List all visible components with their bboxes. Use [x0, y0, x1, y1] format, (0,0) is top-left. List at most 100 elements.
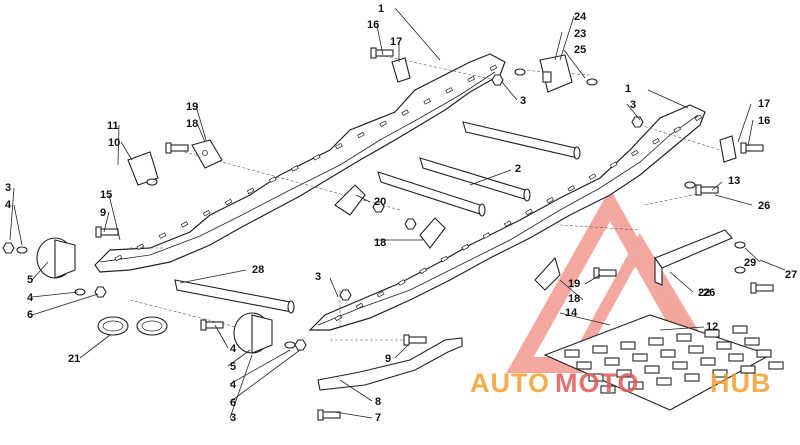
bolt	[407, 336, 427, 344]
bolt	[597, 269, 617, 277]
callout-3: 3	[5, 182, 11, 194]
callout-3: 3	[230, 412, 236, 424]
leader-line	[647, 89, 689, 109]
callout-4: 4	[5, 199, 12, 211]
leader-line	[227, 349, 251, 367]
nut	[94, 286, 107, 298]
callout-17: 17	[758, 98, 770, 110]
rail-end-bracket-22	[654, 229, 733, 286]
leader-line	[31, 261, 49, 281]
callout-9: 9	[100, 207, 106, 219]
bracket-mid-18	[334, 184, 446, 249]
leader-line	[376, 25, 384, 56]
bolt	[374, 49, 394, 57]
washer	[734, 266, 746, 274]
bracket-17-right	[719, 135, 737, 163]
rail-hole	[246, 187, 255, 195]
hardware	[2, 47, 774, 421]
track-lug	[600, 385, 616, 394]
track-lug	[616, 369, 632, 378]
leader-line	[501, 81, 518, 101]
callout-28: 28	[252, 264, 264, 276]
leader-line	[196, 122, 206, 143]
bolt	[169, 144, 189, 152]
rail-hole	[630, 149, 639, 157]
leader-line	[229, 354, 253, 419]
rail-hole	[694, 114, 703, 122]
bumper-24-23	[539, 54, 573, 93]
rail-hole	[202, 210, 211, 217]
bracket-17-top	[391, 57, 411, 83]
left-rail	[94, 53, 506, 273]
rail-hole	[224, 198, 233, 206]
watermark-brand-auto: AUTO	[470, 368, 550, 398]
leader-line	[117, 124, 120, 166]
leader-line	[214, 324, 229, 349]
idler-wheel-left	[36, 237, 76, 279]
callout-3: 3	[315, 271, 321, 283]
track-lug	[604, 357, 620, 366]
callout-5: 5	[230, 361, 236, 373]
bolt-head	[370, 47, 377, 59]
callout-14: 14	[565, 307, 578, 319]
callout-3: 3	[630, 99, 636, 111]
rail-hole	[419, 267, 427, 275]
callout-24: 24	[574, 11, 587, 23]
track-lug	[744, 337, 760, 346]
leader-line	[13, 204, 23, 246]
watermark-brand-moto: MOTO	[555, 368, 640, 398]
callout-25: 25	[574, 44, 586, 56]
bolt-head	[593, 267, 600, 279]
leader-line	[554, 31, 563, 61]
rail-hole	[158, 232, 167, 239]
leader-line	[626, 103, 641, 121]
rail-hole	[355, 302, 364, 310]
callout-18: 18	[186, 118, 198, 130]
callout-26: 26	[703, 287, 715, 299]
callout-4: 4	[27, 292, 34, 304]
callout-23: 23	[574, 28, 586, 40]
rail-hole	[652, 138, 660, 145]
rail-hole	[180, 221, 189, 228]
callout-15: 15	[100, 189, 112, 201]
callout-3: 3	[520, 95, 526, 107]
track-lug	[712, 369, 728, 378]
bolt-head	[403, 334, 410, 346]
leader-line	[559, 312, 611, 326]
nut	[294, 339, 307, 351]
nut	[339, 289, 352, 301]
callout-29: 29	[744, 257, 756, 269]
nut	[491, 74, 504, 86]
callout-6: 6	[230, 397, 236, 409]
nut	[631, 116, 644, 128]
leader-line	[584, 274, 601, 285]
leader-line	[669, 271, 694, 293]
rail-hole	[268, 176, 277, 183]
track-lug	[704, 329, 720, 338]
callout-12: 12	[706, 321, 718, 333]
rail-hole	[313, 154, 321, 161]
leader-line	[229, 349, 291, 385]
idler-wheel-mid	[233, 312, 273, 354]
bracket-right-18	[534, 256, 561, 291]
leader-line	[329, 277, 339, 298]
callout-4: 4	[230, 379, 237, 391]
callout-8: 8	[375, 396, 381, 408]
bolt-head	[317, 409, 324, 421]
leader-line	[195, 105, 207, 141]
bolt-head	[200, 319, 207, 331]
rail-hole	[401, 109, 409, 116]
leader-line	[559, 15, 575, 61]
track-lug	[728, 353, 744, 362]
bolt-head	[165, 142, 172, 154]
track-lug	[648, 337, 664, 346]
leader-line	[747, 119, 754, 147]
leader-line	[394, 7, 441, 61]
callout-1: 1	[378, 3, 384, 15]
leader-lines	[9, 7, 786, 419]
track-lug	[644, 365, 660, 374]
rail-hole	[398, 279, 406, 286]
bolt	[204, 321, 224, 329]
bolt	[321, 411, 341, 419]
